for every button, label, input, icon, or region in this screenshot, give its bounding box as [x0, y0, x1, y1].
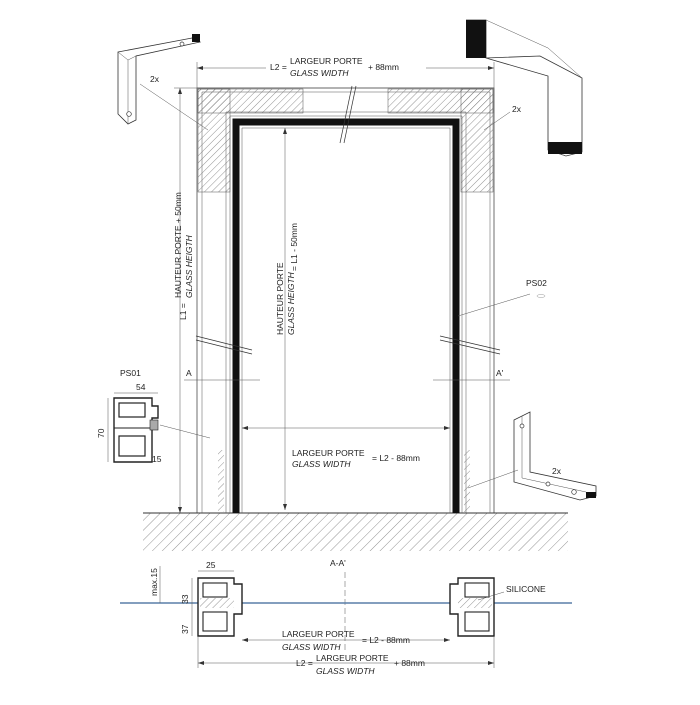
- section-w2-fr: LARGEUR PORTE: [316, 653, 389, 663]
- bracket-top-right-qty: 2x: [512, 104, 522, 114]
- section-mark-a: A: [186, 368, 192, 378]
- corner-block-left-vertical: [197, 88, 231, 193]
- section-mark-a-prime: A': [496, 368, 504, 378]
- glass-panel-border: [232, 118, 460, 513]
- left-label-fr: HAUTEUR PORTE + 50mm: [173, 192, 183, 298]
- section-w2-prefix: L2 =: [296, 658, 313, 668]
- floor-hatch: [143, 513, 568, 551]
- profile-ps02-label: PS02: [526, 278, 547, 288]
- section-dim-max: max.15: [149, 568, 159, 596]
- top-label-en: GLASS WIDTH: [290, 68, 349, 78]
- inner-width-label-fr: LARGEUR PORTE: [292, 448, 365, 458]
- profile-ps02-callout: PS02: [457, 278, 547, 317]
- profile-ps01-label: PS01: [120, 368, 141, 378]
- section-aa: A-A' 25 33 37 max.15: [120, 558, 572, 676]
- section-title: A-A': [330, 558, 346, 568]
- profile-ps01-height: 70: [96, 428, 106, 438]
- section-dim-37: 37: [180, 624, 190, 634]
- corner-block-right-vertical: [460, 88, 494, 193]
- profile-ps01-detail: PS01 54 70 15: [96, 368, 211, 464]
- left-label-en: GLASS HEIGTH: [184, 234, 194, 298]
- profile-ps01-width: 54: [136, 382, 146, 392]
- door-frame: [195, 85, 501, 513]
- section-marks: A A': [184, 368, 510, 381]
- section-w2-en: GLASS WIDTH: [316, 666, 375, 676]
- section-w1-en: GLASS WIDTH: [282, 642, 341, 652]
- inner-label-fr: HAUTEUR PORTE: [275, 262, 285, 335]
- inner-width-dimension: LARGEUR PORTE GLASS WIDTH = L2 - 88mm: [242, 426, 450, 469]
- inner-height-dimension: HAUTEUR PORTE GLASS HEIGTH = L1 - 50mm: [275, 128, 299, 510]
- section-w1-fr: LARGEUR PORTE: [282, 629, 355, 639]
- top-dimension: L2 = LARGEUR PORTE GLASS WIDTH + 88mm: [196, 54, 495, 88]
- top-suffix: + 88mm: [368, 62, 399, 72]
- top-l2-prefix: L2 =: [270, 62, 287, 72]
- bracket-top-left-qty: 2x: [150, 74, 160, 84]
- section-w1-suffix: = L2 - 88mm: [362, 635, 410, 645]
- bracket-bottom-right: 2x: [467, 411, 597, 501]
- section-dim-33: 33: [180, 594, 190, 604]
- profile-ps01-bottom: 15: [152, 454, 162, 464]
- inner-label-en: GLASS HEIGTH: [286, 271, 296, 335]
- section-dim-25: 25: [206, 560, 216, 570]
- bracket-top-right: 2x: [466, 19, 583, 157]
- section-w2-suffix: + 88mm: [394, 658, 425, 668]
- inner-width-suffix: = L2 - 88mm: [372, 453, 420, 463]
- left-l1-prefix: L1 =: [178, 303, 188, 320]
- left-dimension: L1 = HAUTEUR PORTE + 50mm GLASS HEIGTH: [173, 87, 197, 513]
- inner-width-label-en: GLASS WIDTH: [292, 459, 351, 469]
- bracket-top-left: 2x: [117, 34, 209, 131]
- section-silicone-label: SILICONE: [506, 584, 546, 594]
- section-profile-left: 25 33 37 max.15: [149, 560, 243, 637]
- bracket-bottom-right-qty: 2x: [552, 466, 562, 476]
- inner-suffix: = L1 - 50mm: [289, 223, 299, 271]
- top-label-fr: LARGEUR PORTE: [290, 56, 363, 66]
- section-profile-right: SILICONE: [449, 577, 546, 637]
